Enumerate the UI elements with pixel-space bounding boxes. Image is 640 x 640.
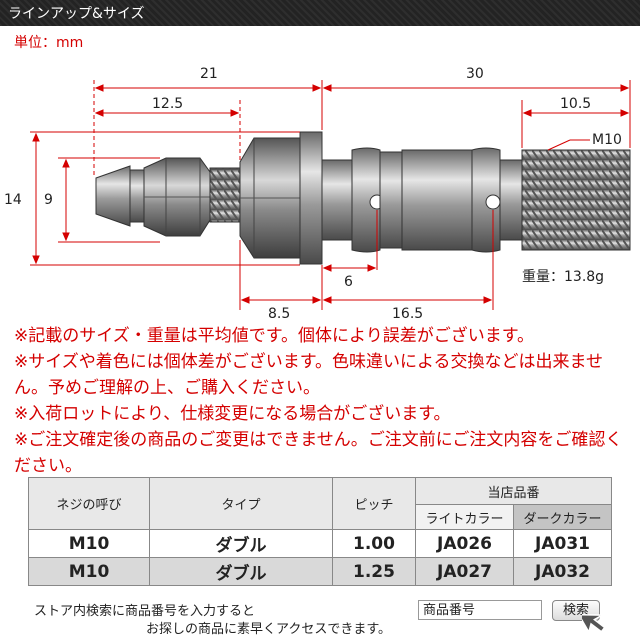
cursor-arrow-icon [582,613,606,635]
bolt-illustration [95,131,631,265]
cell-thread: M10 [28,557,150,586]
cell-pitch: 1.25 [332,557,416,586]
dim-hole-span: 16.5 [392,306,423,320]
notes-list: ※記載のサイズ・重量は平均値です。個体により誤差がございます。 ※サイズや着色に… [14,323,634,479]
section-header-bar: ラインアップ&サイズ [0,0,640,26]
dim-thread-label: M10 [592,132,622,148]
note-item: ※ご注文確定後の商品のご変更はできません。ご注文前にご注文内容をご確認ください。 [14,430,623,476]
cell-thread: M10 [28,529,150,558]
table-row: M10 ダブル 1.00 JA026 JA031 [28,529,612,558]
store-note-line1: ストア内検索に商品番号を入力すると [34,604,256,619]
store-note-line2: お探しの商品に素早くアクセスできます。 [146,622,392,637]
section-title: ラインアップ&サイズ [8,6,145,22]
cell-type: ダブル [149,529,333,558]
header-dark-color: ダークカラー [513,504,612,530]
dim-collar-len: 8.5 [268,306,290,320]
header-thread: ネジの呼び [28,477,150,530]
dim-overall-left: 21 [200,66,218,82]
dim-height-outer: 14 [4,192,22,208]
cell-light: JA026 [415,529,514,558]
bolt-dimension-diagram: 21 30 12.5 10.5 M10 14 9 6 8.5 16.5 [4,66,631,320]
weight-label: 重量：13.8g [522,269,605,285]
dimension-lines [30,80,631,310]
header-light-color: ライトカラー [415,504,514,530]
dim-overall-right: 30 [466,66,484,82]
cell-light: JA027 [415,557,514,586]
cell-pitch: 1.00 [332,529,416,558]
cell-dark: JA031 [513,529,612,558]
table-row: M10 ダブル 1.25 JA027 JA032 [28,557,612,586]
cell-type: ダブル [149,557,333,586]
spec-table: ネジの呼び タイプ ピッチ 当店品番 ライトカラー ダークカラー M10 ダブル… [28,477,612,586]
dim-hose-end: 12.5 [152,96,183,112]
header-pitch: ピッチ [332,477,416,530]
header-store-no: 当店品番 [415,477,612,505]
unit-label: 単位：mm [14,35,84,51]
note-item: ※サイズや着色には個体差がございます。色味違いによる交換などは出来ません。予めご… [14,352,604,398]
note-item: ※記載のサイズ・重量は平均値です。個体により誤差がございます。 [14,326,534,346]
header-type: タイプ [149,477,333,530]
dim-hole-offset: 6 [344,274,353,290]
dim-height-inner: 9 [44,192,53,208]
cell-dark: JA032 [513,557,612,586]
dim-thread-len: 10.5 [560,96,591,112]
note-item: ※入荷ロットにより、仕様変更になる場合がございます。 [14,404,451,424]
store-search-note: ストア内検索に商品番号を入力すると お探しの商品に素早くアクセスできます。 [34,603,391,639]
product-number-input[interactable]: 商品番号 [418,600,542,620]
